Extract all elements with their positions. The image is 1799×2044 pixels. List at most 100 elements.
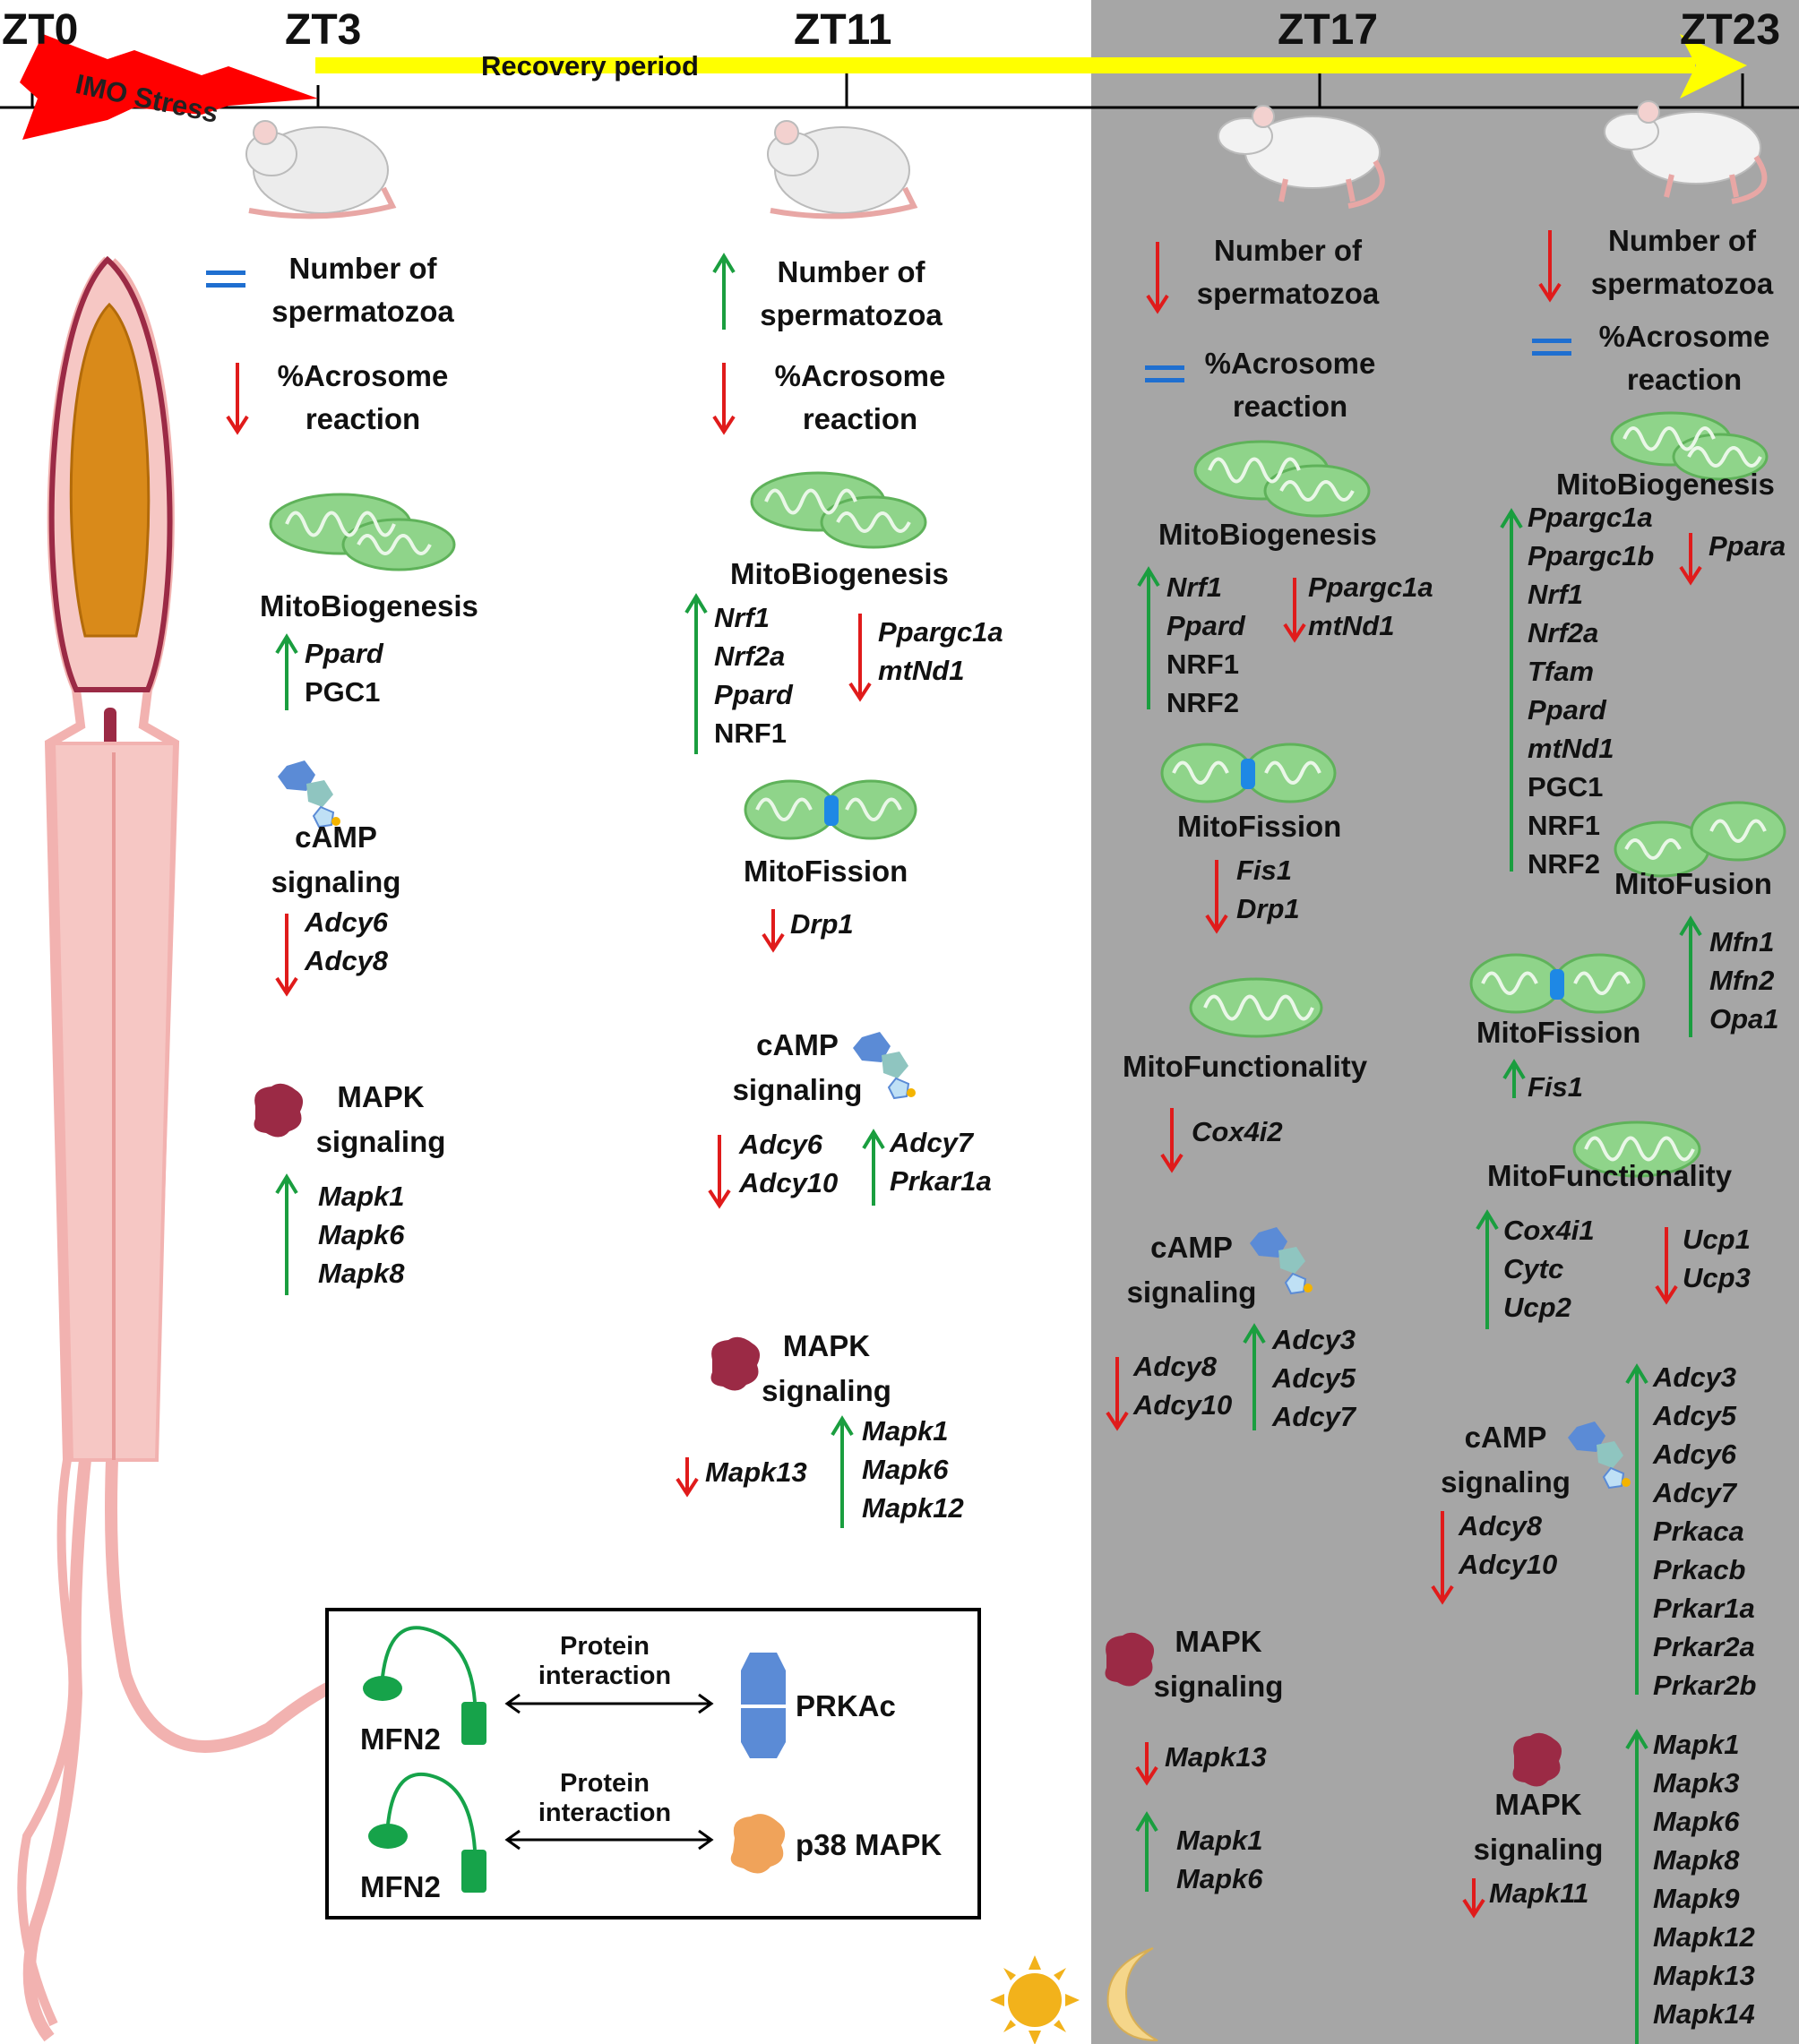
- mitochondria-fusion-icon: [1614, 801, 1786, 878]
- down-arrow-icon: [275, 914, 298, 997]
- up-arrow-icon: [862, 1129, 885, 1206]
- mitochondria-icon: [750, 471, 927, 549]
- zt17-mapk-down-list: Mapk13: [1165, 1741, 1267, 1773]
- prkac-protein-icon: [741, 1653, 786, 1758]
- down-arrow-icon: [1538, 230, 1562, 303]
- camp-molecule-icon: [853, 1032, 916, 1100]
- up-arrow-icon: [1502, 1059, 1526, 1098]
- zt11-mito-label: MitoBiogenesis: [730, 557, 949, 590]
- up-arrow-icon: [1243, 1323, 1266, 1430]
- zt0-label: ZT0: [2, 6, 79, 54]
- mitochondria-icon: [1193, 440, 1371, 518]
- camp-molecule-icon: [1250, 1227, 1313, 1295]
- sperm-illustration: [17, 255, 571, 2042]
- zt17-label: ZT17: [1278, 6, 1379, 54]
- down-arrow-icon: [1431, 1511, 1454, 1605]
- zt23-function-label: MitoFunctionality: [1487, 1159, 1733, 1192]
- zt23-mito-down-list: Ppara: [1709, 530, 1786, 562]
- zt11-fission-down-list: Drp1: [790, 908, 854, 940]
- legend-mfn2-label: MFN2: [360, 1722, 441, 1756]
- mfn2-protein-icon: [368, 1773, 486, 1893]
- mouse-icon: [245, 120, 397, 219]
- down-arrow-icon: [1655, 1227, 1678, 1305]
- down-arrow-icon: [712, 363, 736, 435]
- legend-prkac-label: PRKAc: [796, 1689, 896, 1722]
- equal-icon: [1532, 339, 1571, 364]
- down-arrow-icon: [1462, 1878, 1485, 1919]
- down-arrow-icon: [1283, 578, 1306, 643]
- mitochondria-fission-icon: [744, 779, 917, 840]
- down-arrow-icon: [1679, 533, 1702, 586]
- down-arrow-icon: [226, 363, 249, 435]
- zt23-mito-label: MitoBiogenesis: [1556, 468, 1775, 501]
- zt17-function-down-list: Cox4i2: [1192, 1116, 1283, 1147]
- mapk-protein-icon: [254, 1083, 304, 1138]
- up-arrow-icon: [831, 1415, 854, 1528]
- up-arrow-icon: [1625, 1729, 1648, 2044]
- zt17-function-label: MitoFunctionality: [1123, 1050, 1368, 1083]
- interaction-legend: [325, 1608, 981, 1919]
- up-arrow-icon: [1137, 566, 1160, 709]
- zt11-label: ZT11: [794, 6, 892, 54]
- up-arrow-icon: [684, 593, 708, 754]
- down-arrow-icon: [1160, 1108, 1184, 1173]
- camp-molecule-icon: [1568, 1421, 1631, 1490]
- double-arrow-icon: [504, 1829, 714, 1851]
- p38-mapk-icon: [730, 1814, 786, 1874]
- zt23-fission-label: MitoFission: [1476, 1016, 1641, 1049]
- down-arrow-icon: [848, 614, 872, 702]
- mouse-icon: [767, 120, 918, 219]
- down-arrow-icon: [1205, 860, 1228, 934]
- mitochondria-fission-icon: [1160, 743, 1337, 803]
- equal-icon: [206, 271, 245, 296]
- zt23-label: ZT23: [1680, 6, 1781, 54]
- zt17-mito-label: MitoBiogenesis: [1158, 518, 1377, 551]
- mapk-protein-icon: [710, 1336, 761, 1391]
- up-arrow-icon: [1500, 508, 1523, 872]
- imo-stress-arrow: [20, 34, 318, 140]
- zt3-mito-label: MitoBiogenesis: [260, 589, 478, 623]
- down-arrow-icon: [676, 1457, 699, 1498]
- mfn2-protein-icon: [363, 1626, 486, 1745]
- down-arrow-icon: [708, 1135, 731, 1209]
- down-arrow-icon: [762, 909, 785, 953]
- mouse-icon: [1218, 105, 1385, 209]
- down-arrow-icon: [1135, 1742, 1158, 1786]
- double-arrow-icon: [504, 1693, 714, 1714]
- zt11-mapk-down-list: Mapk13: [705, 1456, 807, 1488]
- zt3-label: ZT3: [285, 6, 362, 54]
- down-arrow-icon: [1106, 1357, 1129, 1431]
- up-arrow-icon: [1679, 915, 1702, 1037]
- recovery-label: Recovery period: [481, 50, 699, 82]
- zt23-fission-up-list: Fis1: [1528, 1071, 1584, 1103]
- recovery-arrow: [315, 34, 1747, 99]
- equal-icon: [1145, 365, 1184, 391]
- camp-molecule-icon: [278, 760, 340, 829]
